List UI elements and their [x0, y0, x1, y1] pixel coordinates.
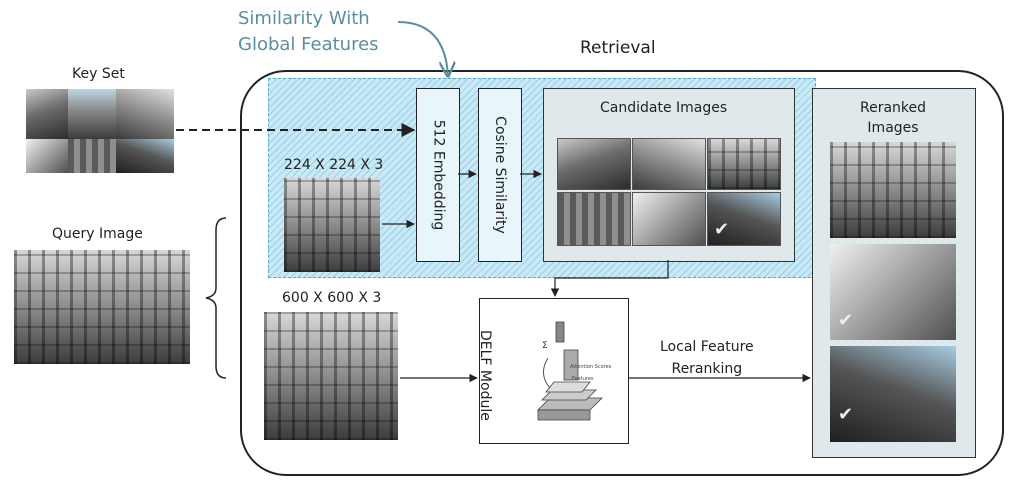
candidate-image-2 [632, 138, 706, 190]
candidate-image-6: ✔ [707, 192, 781, 246]
delf-architecture-diagram: Attention Scores Features Σ [537, 321, 612, 421]
query-image [14, 250, 190, 364]
delf-module-text: DELF Module [477, 330, 493, 421]
key-set-label: Key Set [72, 66, 125, 82]
retrieval-container [240, 70, 1004, 476]
candidate-image-4 [557, 192, 631, 246]
delf-sigma-text: Σ [542, 341, 548, 351]
delf-features-text: Features [572, 376, 594, 382]
reranked-image-1 [830, 142, 956, 238]
key-image-1 [26, 89, 68, 139]
check-icon: ✔ [714, 219, 730, 240]
input-size-small: 224 X 224 X 3 [284, 157, 384, 173]
cosine-similarity-box: Cosine Similarity [478, 88, 522, 262]
query-brace [205, 217, 227, 379]
embedding-box: 512 Embedding [416, 88, 460, 262]
reranked-title-line2: Images [867, 120, 919, 136]
resized-image-small [284, 178, 380, 272]
resized-image-large [264, 312, 398, 440]
key-set-images [26, 89, 174, 173]
retrieval-title: Retrieval [580, 38, 656, 58]
check-icon: ✔ [838, 404, 854, 425]
embedding-label: 512 Embedding [430, 119, 447, 231]
delf-attention-text: Attention Scores [570, 364, 612, 370]
reranking-line2: Reranking [671, 361, 743, 377]
key-image-3 [116, 89, 174, 139]
query-image-label: Query Image [52, 226, 143, 242]
delf-module-label: DELF Module [476, 330, 496, 421]
annotation-line2: Global Features [238, 34, 379, 55]
input-size-large: 600 X 600 X 3 [282, 290, 382, 306]
reranked-image-3: ✔ [830, 346, 956, 442]
candidate-image-3 [707, 138, 781, 190]
local-feature-reranking-label: Local Feature Reranking [660, 336, 754, 380]
key-image-2 [68, 89, 116, 139]
reranked-image-2: ✔ [830, 244, 956, 340]
key-image-6 [116, 139, 174, 173]
key-image-5 [68, 139, 116, 173]
reranking-line1: Local Feature [660, 339, 754, 355]
key-image-4 [26, 139, 68, 173]
annotation-line1: Similarity With [238, 8, 370, 29]
annotation-arrow [397, 21, 448, 76]
candidate-image-5 [632, 192, 706, 246]
reranked-title-line1: Reranked [859, 100, 927, 116]
candidate-image-1 [557, 138, 631, 190]
check-icon: ✔ [838, 310, 854, 331]
candidate-images-title: Candidate Images [600, 100, 728, 116]
global-features-annotation: Similarity With Global Features [238, 6, 379, 58]
cosine-similarity-label: Cosine Similarity [492, 116, 508, 234]
reranked-images-title: Reranked Images [812, 98, 974, 138]
